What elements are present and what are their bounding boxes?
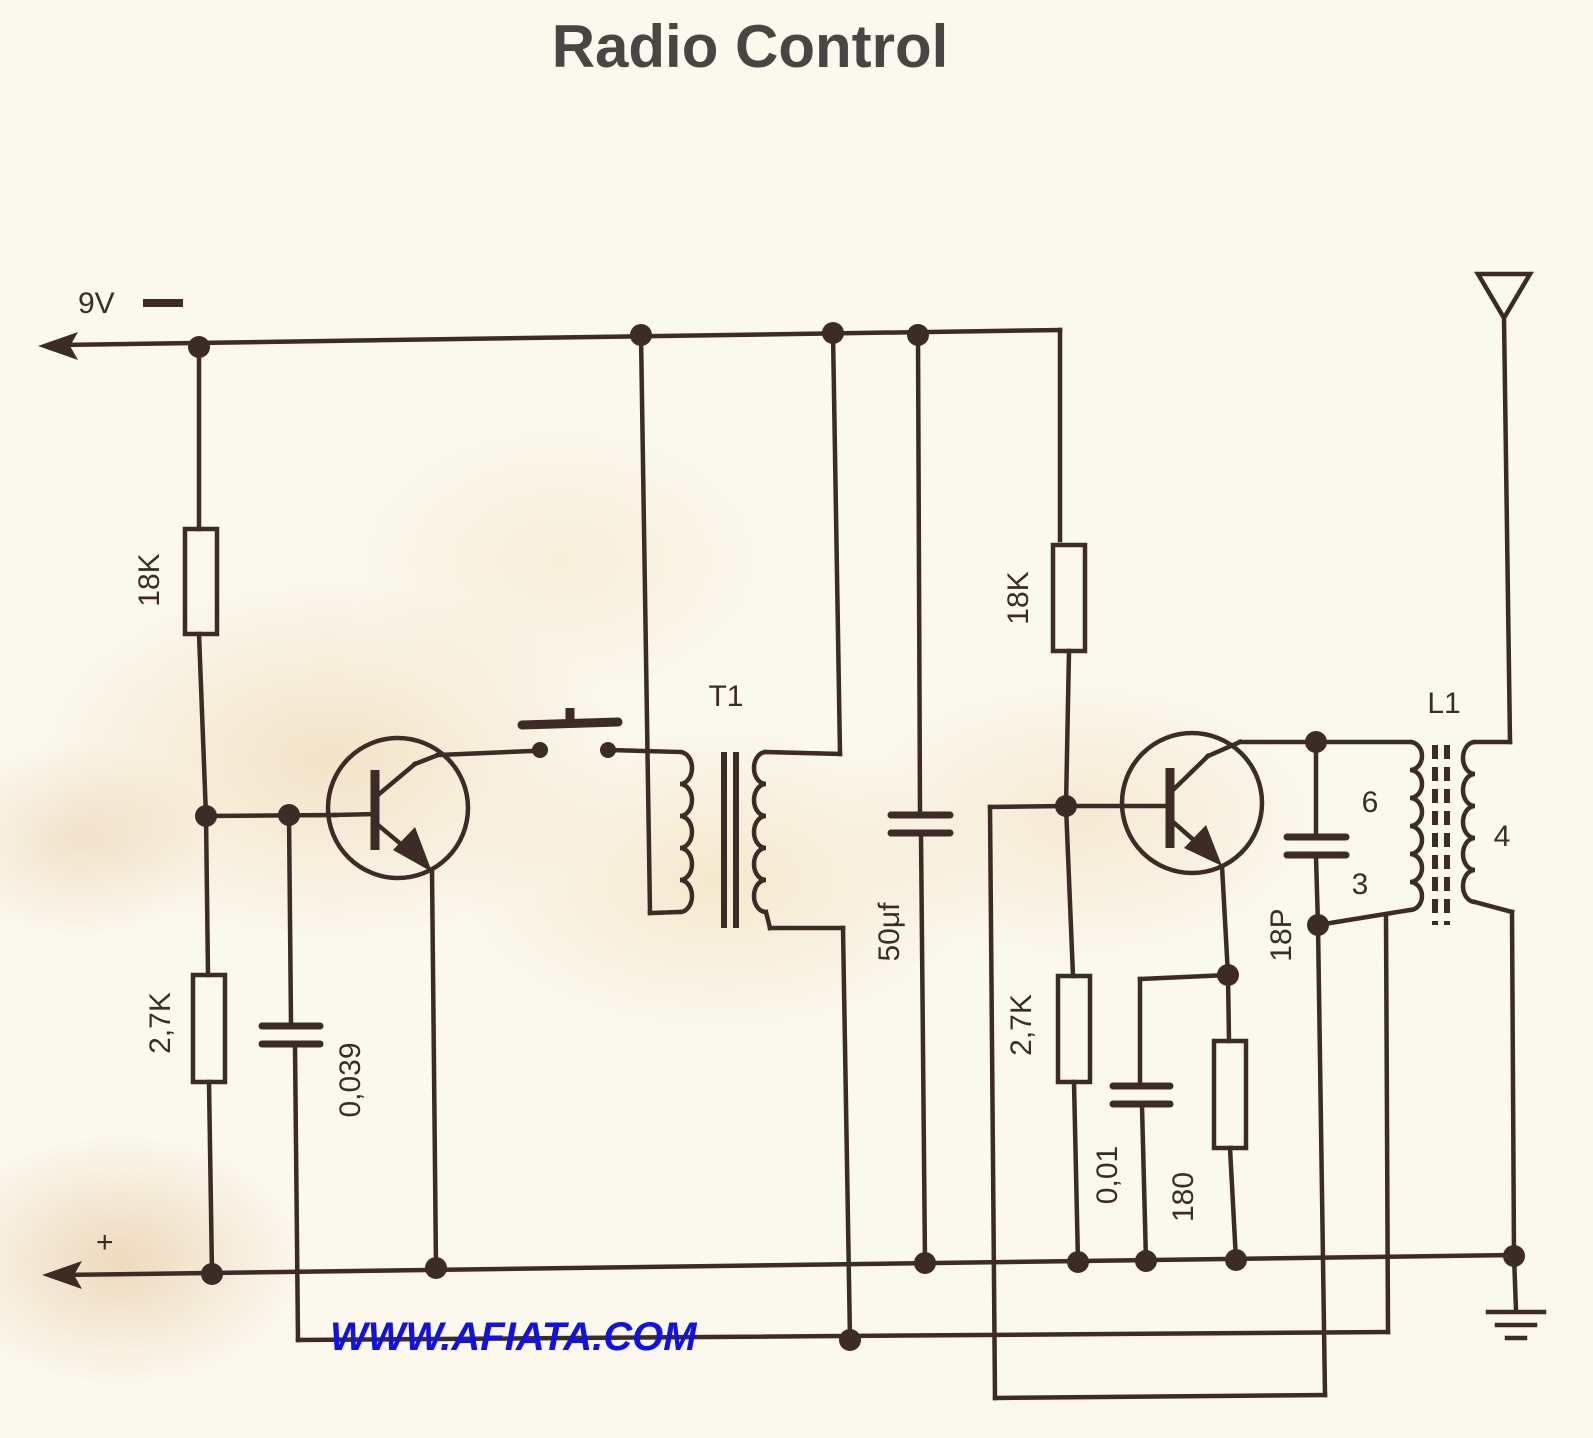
c2-001-capacitor [1109, 972, 1231, 1264]
r1-18k-resistor [182, 344, 220, 819]
positive-supply-rail [42, 1252, 1515, 1289]
r4-2k7-resistor [1055, 973, 1093, 1265]
junction-dots [188, 322, 1525, 1351]
r2-2k7-resistor [190, 972, 228, 1277]
c1-label: 0,039 [334, 1042, 367, 1117]
oscillator-base-loop-wire [987, 803, 1328, 1401]
supply-positive-label: + [96, 1226, 114, 1259]
q1-transistor [325, 735, 535, 1270]
negative-supply-rail [38, 327, 1063, 543]
minus-sign [143, 299, 183, 307]
watermark: WWW.AFIATA.COM [330, 1315, 698, 1359]
q2-transistor [1063, 730, 1319, 978]
c2-label: 0,01 [1091, 1146, 1124, 1204]
l1-tap-3-label: 3 [1352, 868, 1369, 901]
t1-transformer [638, 330, 853, 1343]
l1-tap-6-label: 6 [1362, 786, 1379, 819]
r2-label: 2,7K [144, 992, 177, 1054]
c3-18p-capacitor [1283, 739, 1350, 928]
l1-label: L1 [1427, 687, 1460, 720]
r4-label: 2,7K [1005, 994, 1038, 1056]
r5-180-resistor [1211, 972, 1249, 1263]
r1-label: 18K [133, 553, 166, 606]
l1-tap-4-label: 4 [1494, 820, 1511, 853]
supply-negative-label: 9V [78, 287, 115, 320]
c-electrolytic-label: 50μf [873, 902, 906, 962]
c3-label: 18P [1265, 908, 1298, 961]
l1-coil [1313, 739, 1517, 1259]
c1-0039-capacitor [258, 812, 324, 1343]
diagram-title: Radio Control [552, 13, 949, 80]
r3-label: 18K [1002, 571, 1035, 624]
key-pushbutton [517, 708, 683, 758]
antenna [1474, 271, 1534, 745]
bias-node-wiring [203, 812, 338, 978]
r3-18k-resistor [1050, 542, 1088, 979]
t1-label: T1 [708, 680, 743, 713]
r5-label: 180 [1167, 1172, 1200, 1222]
ground-symbol [1485, 1253, 1547, 1341]
c-electrolytic-50uf [887, 332, 954, 1266]
